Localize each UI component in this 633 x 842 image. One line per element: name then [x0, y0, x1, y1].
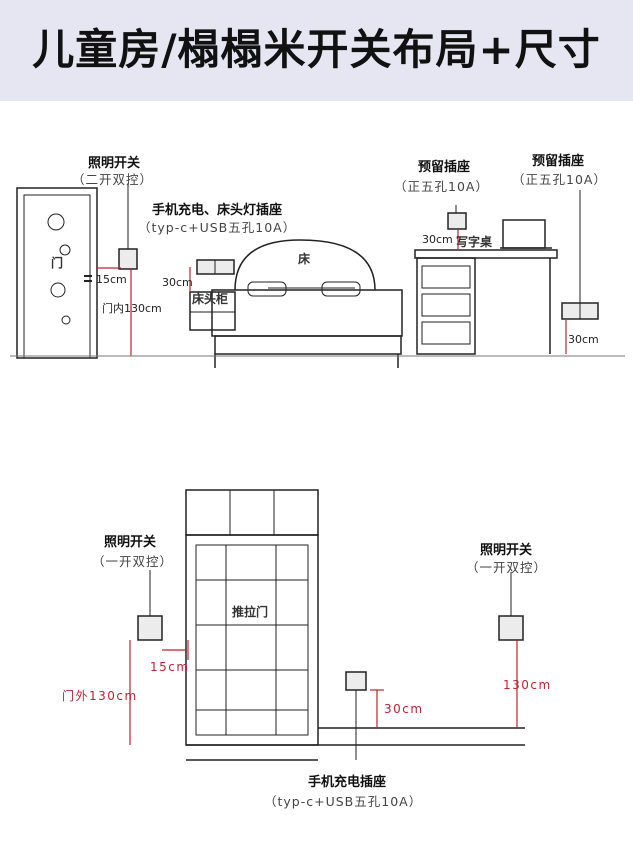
socket-bottom: [345, 671, 367, 691]
door-label: 门: [51, 256, 64, 270]
switch-top-spec: （二开双控）: [72, 172, 154, 187]
dim-bottom-gap: 15cm: [150, 660, 190, 674]
switch-box-right: [498, 615, 524, 641]
socket-reserved-1: [447, 212, 467, 230]
dim-bottom-right-height: 130cm: [503, 678, 552, 692]
dim-door-height: 门内130cm: [102, 302, 162, 315]
switch-box-top: [118, 248, 138, 270]
dim-bottom-socket-height: 30cm: [384, 702, 424, 716]
wardrobe-label: 推拉门: [232, 605, 269, 619]
dim-bottom-left-height: 门外130cm: [62, 689, 138, 703]
socket-bed-name: 手机充电、床头灯插座: [152, 203, 283, 218]
door: [16, 187, 98, 359]
reserved-socket-1-name: 预留插座: [418, 160, 471, 175]
switch-right-name: 照明开关: [480, 543, 533, 558]
switch-top-name: 照明开关: [88, 156, 141, 171]
dim-floor-socket: 30cm: [568, 333, 599, 346]
reserved-socket-2-spec: （正五孔10A）: [512, 172, 607, 187]
page-title: 儿童房/榻榻米开关布局+尺寸: [32, 25, 601, 74]
reserved-socket-1-spec: （正五孔10A）: [394, 179, 489, 194]
bed-label: 床: [298, 252, 311, 266]
switch-right-spec: （一开双控）: [466, 560, 548, 575]
switch-left-spec: （一开双控）: [92, 554, 174, 569]
dim-nightstand-socket: 30cm: [162, 276, 193, 289]
switch-box-left: [137, 615, 163, 641]
desk-label: 写字桌: [456, 235, 493, 249]
nightstand-label: 床头柜: [192, 292, 229, 306]
desk: [414, 219, 558, 355]
reserved-socket-2-name: 预留插座: [532, 154, 585, 169]
dim-door-gap: 15cm: [96, 273, 127, 286]
bed: [211, 239, 403, 368]
socket-bed-spec: （typ-c+USB五孔10A）: [138, 220, 297, 235]
wardrobe: [185, 489, 319, 746]
dim-desk-socket: 30cm: [422, 233, 453, 246]
socket-bottom-name: 手机充电插座: [308, 775, 387, 790]
socket-bottom-spec: （typ-c+USB五孔10A）: [264, 794, 423, 809]
switch-left-name: 照明开关: [104, 535, 157, 550]
header-band: [0, 0, 633, 101]
